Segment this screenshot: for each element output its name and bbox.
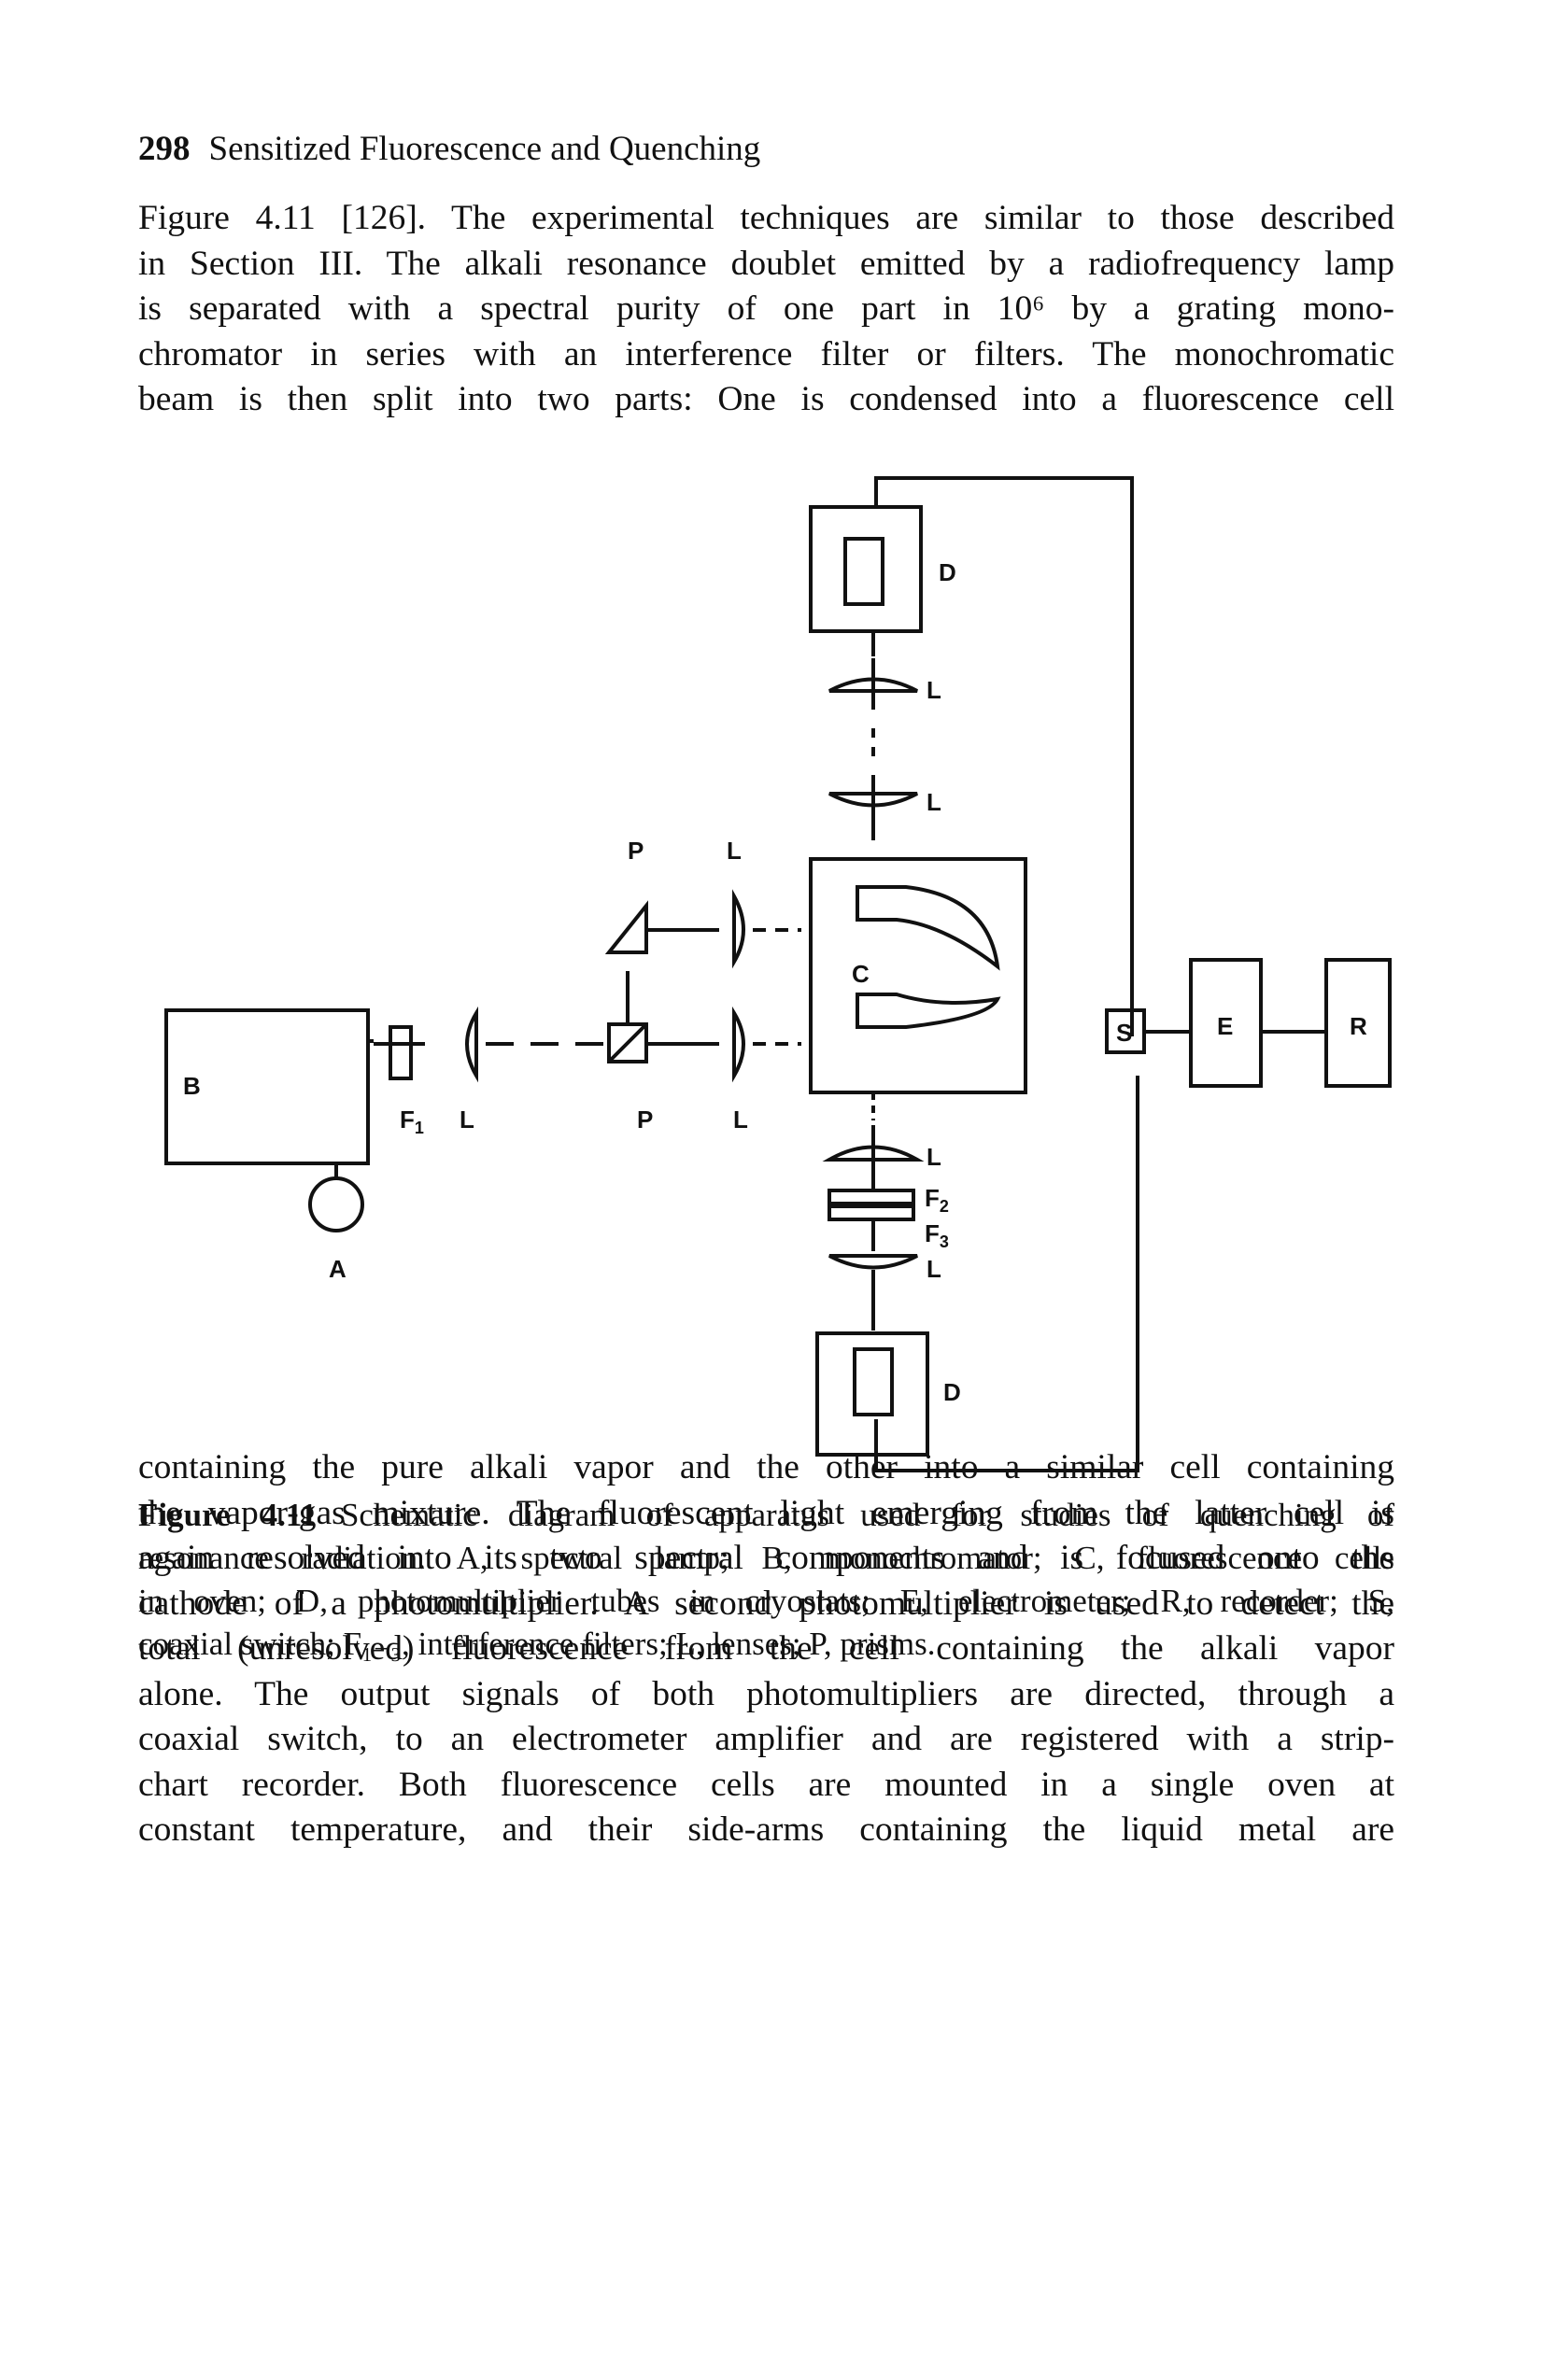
label-b: B — [183, 1072, 201, 1100]
label-e: E — [1217, 1012, 1233, 1040]
monochromator — [164, 1008, 370, 1165]
text-line: chart recorder. Both fluorescence cells … — [138, 1765, 1394, 1804]
filter-f3 — [828, 1204, 915, 1221]
label-f1: F1 — [400, 1106, 424, 1137]
page-number: 298 — [138, 130, 191, 168]
body-paragraph-top: Figure 4.11 [126]. The experimental tech… — [138, 196, 1394, 423]
label-p-bottom: P — [637, 1106, 653, 1134]
oven — [809, 857, 1027, 1094]
text-line: is separated with a spectral purity of o… — [138, 289, 1394, 328]
label-l-bottom: L — [927, 1255, 941, 1283]
label-s: S — [1116, 1019, 1132, 1047]
text-line: total (unresolved) fluorescence from the… — [138, 1629, 1394, 1668]
fluorescence-cell-lower — [856, 993, 1001, 1029]
lens-top-2 — [828, 792, 918, 808]
text-line: chromator in series with an interference… — [138, 334, 1394, 373]
label-d-bottom: D — [943, 1378, 961, 1406]
filter-f1 — [389, 1025, 413, 1080]
signal-wire — [874, 1076, 1139, 1472]
label-l-top-2: L — [927, 788, 941, 816]
lens-below-cell — [822, 1145, 925, 1162]
label-l-upper-path: L — [727, 837, 742, 865]
recorder — [1324, 958, 1392, 1088]
text-line: cathode of a photomultiplier. A second p… — [138, 1584, 1394, 1623]
lens-top-1 — [828, 677, 918, 693]
label-a: A — [329, 1255, 347, 1283]
caption-label: Figure 4.11 — [138, 1497, 317, 1533]
label-f2: F2 — [925, 1184, 949, 1216]
caption-line: resonance radiation. A, spectral lamp; B… — [138, 1540, 1394, 1576]
photomultiplier-top — [809, 505, 923, 633]
label-p-top: P — [628, 837, 644, 865]
text-line: alone. The output signals of both photom… — [138, 1674, 1394, 1713]
signal-wire — [874, 476, 1134, 1036]
label-l-below-cell: L — [927, 1143, 941, 1171]
label-d-top: D — [939, 558, 956, 586]
filter-f2 — [828, 1189, 915, 1205]
lens-input — [465, 1006, 478, 1083]
spectral-lamp — [308, 1176, 364, 1232]
text-line: Figure 4.11 [126]. The experimental tech… — [138, 199, 1394, 237]
body-paragraph-bottom: containing the pure alkali vapor and the… — [138, 1445, 1394, 1853]
label-c: C — [852, 960, 870, 988]
text-line: again resolved into its two spectral com… — [138, 1539, 1394, 1577]
prism-upper — [604, 900, 648, 954]
lens-upper-path — [732, 889, 745, 969]
text-line: coaxial switch, to an electrometer ampli… — [138, 1720, 1394, 1758]
lens-lower-path — [732, 1006, 745, 1083]
lens-bottom — [828, 1254, 918, 1270]
text-line: in Section III. The alkali resonance dou… — [138, 244, 1394, 283]
running-head: 298 Sensitized Fluorescence and Quenching — [138, 129, 760, 169]
text-line: beam is then split into two parts: One i… — [138, 380, 1394, 418]
fluorescence-cell-upper — [856, 885, 1000, 971]
text-line: containing the pure alkali vapor and the… — [138, 1448, 1394, 1486]
label-l-top-1: L — [927, 676, 941, 704]
label-l-input: L — [460, 1106, 474, 1134]
caption-line: coaxial switch; F₁₋₃, interference filte… — [138, 1626, 936, 1662]
photomultiplier-bottom — [815, 1331, 929, 1457]
electrometer — [1189, 958, 1263, 1088]
label-f3: F3 — [925, 1219, 949, 1251]
label-r: R — [1350, 1012, 1367, 1040]
text-line: the vapor-gas mixture. The fluorescent l… — [138, 1493, 1394, 1532]
caption-line: in oven; D, photomultiplier tubes in cry… — [138, 1583, 1394, 1619]
label-l-lower-path: L — [733, 1106, 748, 1134]
text-line: constant temperature, and their side-arm… — [138, 1810, 1394, 1849]
running-head-title: Sensitized Fluorescence and Quenching — [208, 130, 761, 168]
